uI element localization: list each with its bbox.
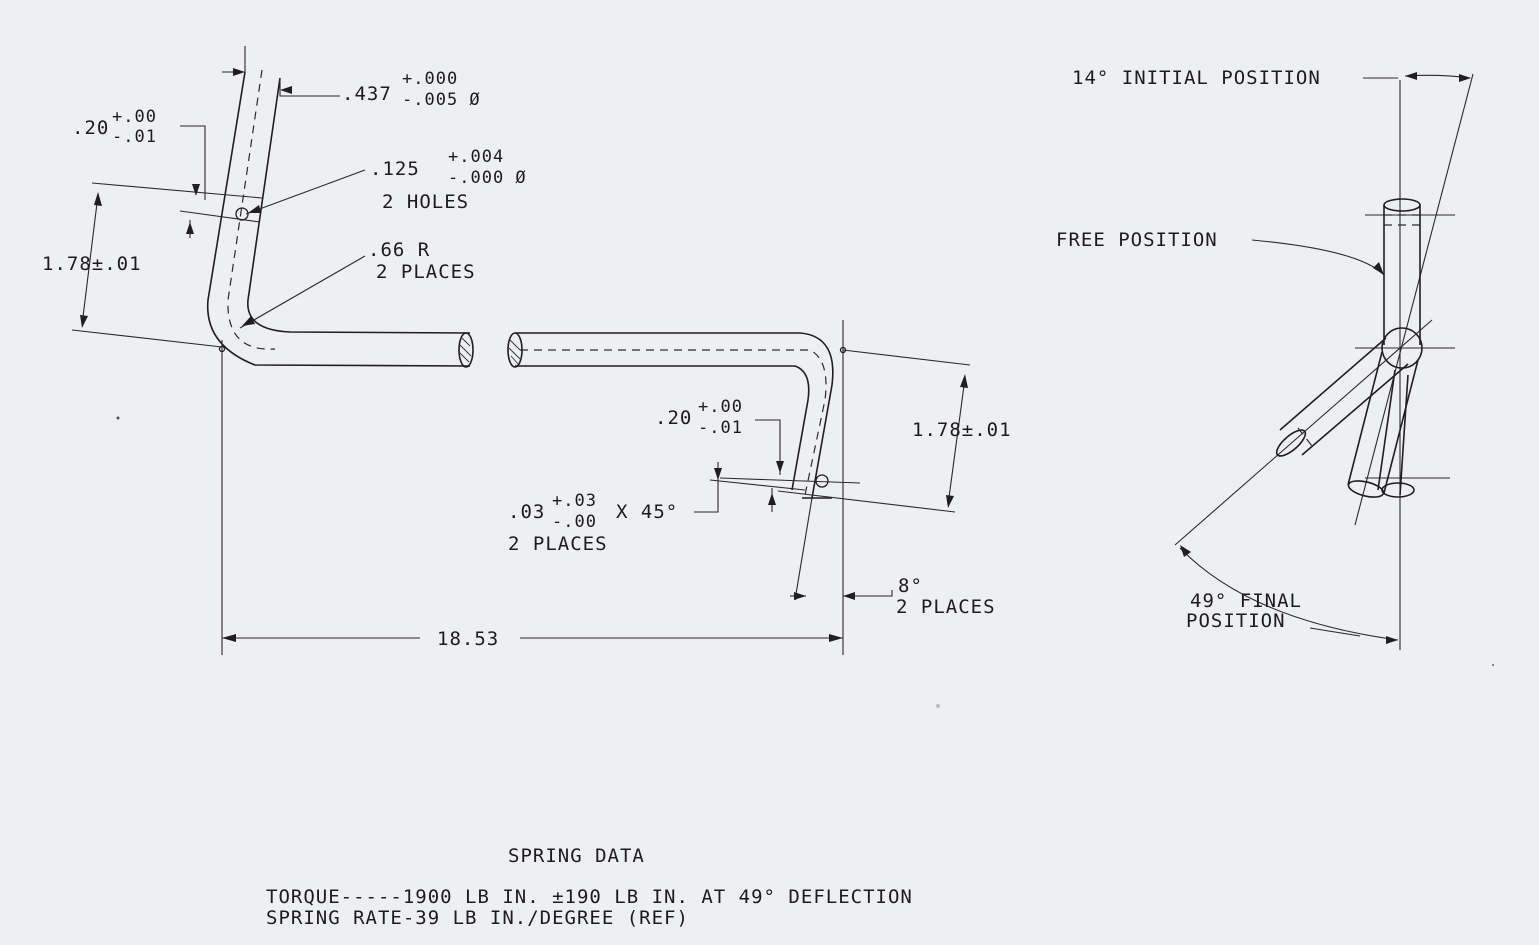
chamfer-value: .03 bbox=[508, 501, 545, 523]
left-arm bbox=[206, 69, 474, 368]
chamfer-tol-plus: +.03 bbox=[552, 491, 597, 511]
left-offset-tol-plus: +.00 bbox=[112, 107, 157, 127]
left-height-label: 1.78±.01 bbox=[42, 253, 142, 275]
hole-count-label: 2 HOLES bbox=[382, 191, 469, 213]
spring-data-torque: TORQUE-----1900 LB IN. ±190 LB IN. AT 49… bbox=[266, 886, 913, 908]
right-offset-value: .20 bbox=[655, 407, 692, 429]
final-position-label-1: 49° FINAL bbox=[1190, 590, 1302, 612]
bend-radius-places: 2 PLACES bbox=[376, 261, 476, 283]
chamfer-angle: X 45° bbox=[616, 501, 678, 523]
bend-angle-places: 2 PLACES bbox=[896, 596, 996, 618]
right-offset-tol-minus: -.01 bbox=[698, 418, 743, 438]
bar-diameter-value: .437 bbox=[342, 83, 392, 105]
chamfer-tol-minus: -.00 bbox=[552, 512, 597, 532]
overall-length-label: 18.53 bbox=[437, 628, 499, 650]
spring-data-heading: SPRING DATA bbox=[508, 845, 645, 867]
paper-specks bbox=[116, 416, 1494, 708]
bend-radius-label: .66 R bbox=[368, 239, 430, 261]
right-offset-tol-plus: +.00 bbox=[698, 397, 743, 417]
left-offset-value: .20 bbox=[72, 117, 109, 139]
bar-diameter-tol-plus: +.000 bbox=[402, 69, 458, 89]
annotation-text: .437 +.000 -.005 Ø .20 +.00 -.01 .125 +.… bbox=[42, 67, 1321, 929]
initial-position-label: 14° INITIAL POSITION bbox=[1072, 67, 1321, 89]
bend-angle-label: 8° bbox=[898, 575, 923, 597]
free-position-label: FREE POSITION bbox=[1056, 229, 1218, 251]
right-dimensions bbox=[694, 346, 971, 601]
hole-diameter-tol-minus: -.000 Ø bbox=[448, 168, 527, 188]
bar-diameter-tol-minus: -.005 Ø bbox=[402, 90, 481, 110]
final-position-label-2: POSITION bbox=[1186, 610, 1286, 632]
right-height-label: 1.78±.01 bbox=[912, 419, 1012, 441]
spring-data-rate: SPRING RATE-39 LB IN./DEGREE (REF) bbox=[266, 907, 689, 929]
hole-diameter-value: .125 bbox=[370, 158, 420, 180]
hole-diameter-tol-plus: +.004 bbox=[448, 147, 504, 167]
end-view bbox=[1174, 72, 1474, 650]
left-dimensions bbox=[71, 46, 844, 655]
chamfer-places: 2 PLACES bbox=[508, 533, 608, 555]
left-offset-tol-minus: -.01 bbox=[112, 127, 157, 147]
